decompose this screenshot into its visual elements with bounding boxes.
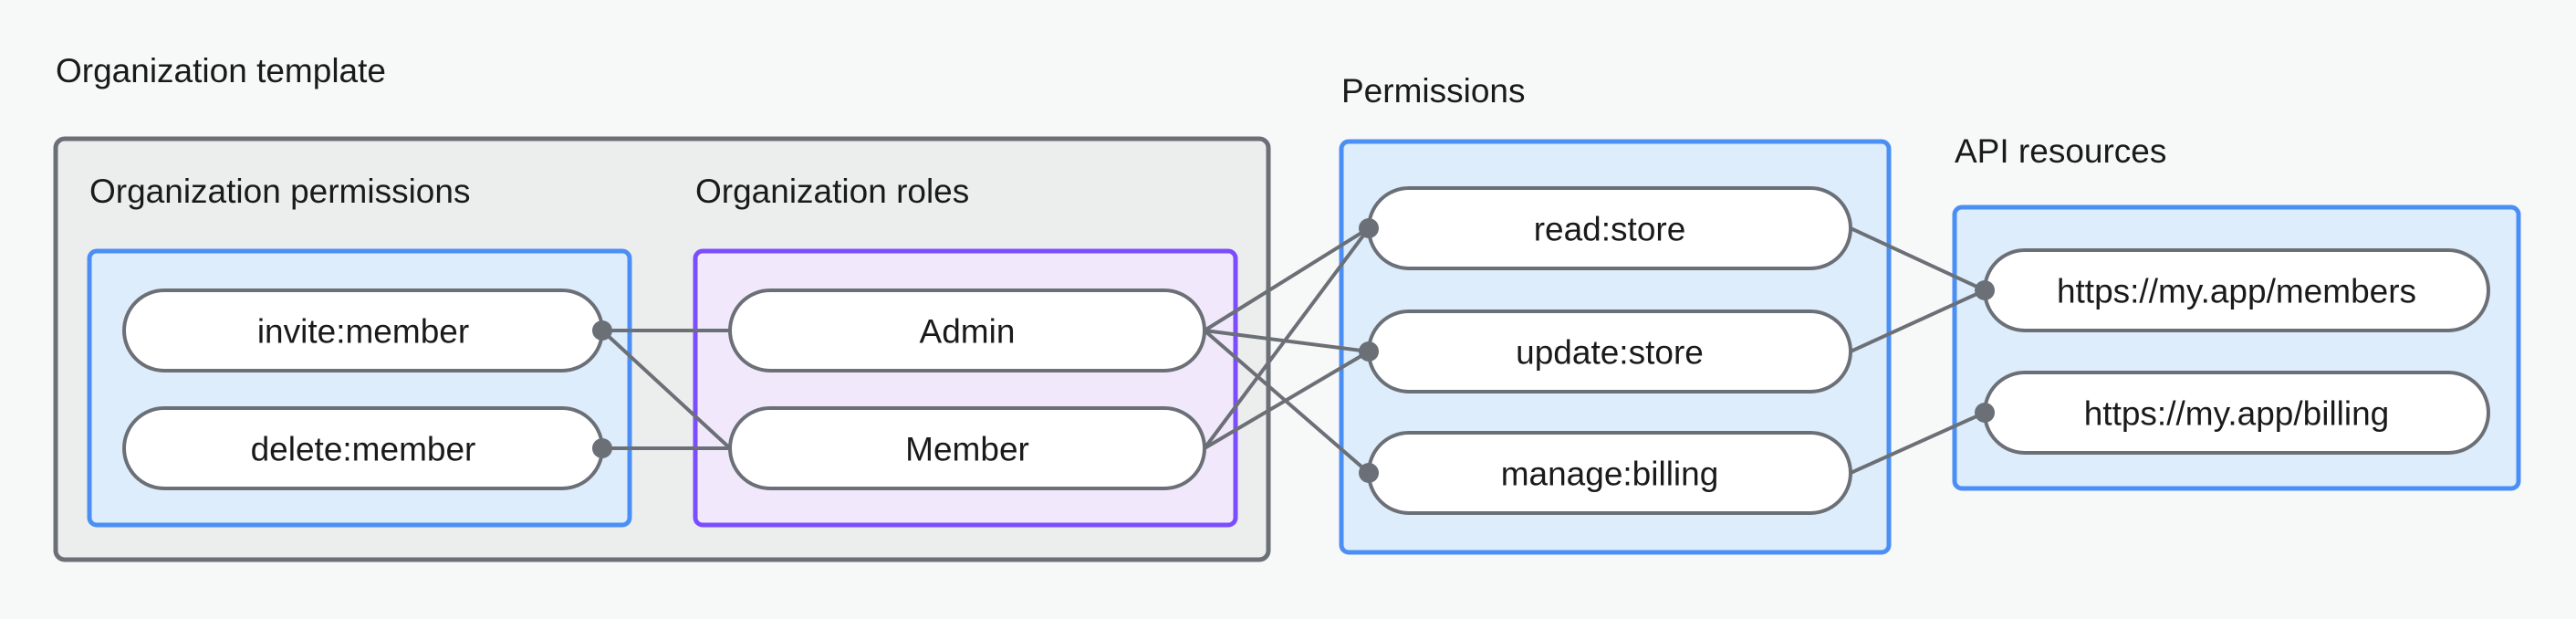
organization-template-title: Organization template [56, 52, 386, 89]
node-billing-resource-label: https://my.app/billing [2084, 395, 2390, 433]
node-members-resource[interactable]: https://my.app/members [1983, 248, 2490, 332]
port-read-store-in [1359, 218, 1379, 238]
node-manage-billing[interactable]: manage:billing [1367, 431, 1852, 515]
node-member[interactable]: Member [728, 406, 1206, 490]
port-update-store-in [1359, 341, 1379, 362]
node-delete-member-label: delete:member [251, 431, 476, 468]
port-manage-billing-in [1359, 463, 1379, 483]
edge-member-to-read-store [1203, 226, 1371, 450]
edge-manage-billing-to-billing [1850, 411, 1986, 475]
node-read-store[interactable]: read:store [1367, 186, 1852, 270]
organization-permissions-title: Organization permissions [89, 173, 470, 210]
port-members-resource-in [1975, 280, 1995, 300]
edge-update-store-to-members [1850, 289, 1986, 353]
node-manage-billing-label: manage:billing [1501, 456, 1719, 493]
port-delete-member-out [592, 438, 612, 458]
node-invite-member[interactable]: invite:member [122, 289, 604, 372]
node-admin[interactable]: Admin [728, 289, 1206, 372]
edge-member-to-update-store [1203, 350, 1371, 450]
node-member-label: Member [905, 431, 1029, 468]
edge-read-store-to-members [1850, 226, 1986, 292]
organization-roles-title: Organization roles [695, 173, 969, 210]
node-admin-label: Admin [920, 313, 1016, 351]
node-update-store-label: update:store [1516, 334, 1704, 372]
edge-admin-to-read-store [1203, 226, 1371, 332]
node-invite-member-label: invite:member [257, 313, 469, 351]
edge-layer [600, 226, 1986, 475]
node-members-resource-label: https://my.app/members [2057, 273, 2416, 310]
node-update-store[interactable]: update:store [1367, 310, 1852, 393]
port-invite-member-out [592, 320, 612, 341]
edge-invite-member-to-member [600, 329, 732, 450]
node-billing-resource[interactable]: https://my.app/billing [1983, 371, 2490, 455]
port-billing-resource-in [1975, 403, 1995, 423]
node-read-store-label: read:store [1534, 211, 1686, 248]
api-resources-title: API resources [1955, 132, 2166, 170]
permissions-title: Permissions [1341, 72, 1526, 110]
node-delete-member[interactable]: delete:member [122, 406, 604, 490]
